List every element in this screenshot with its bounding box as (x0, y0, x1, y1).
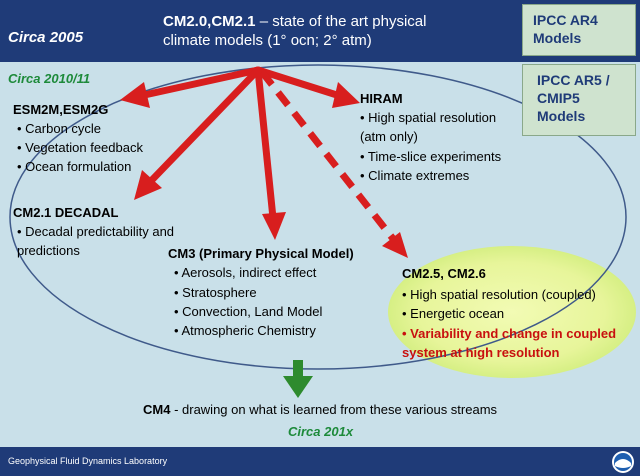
hiram-item-2: (atm only) (360, 129, 418, 144)
circa-2005: Circa 2005 (8, 29, 84, 46)
cm3-item-4: • Atmospheric Chemistry (174, 323, 316, 338)
arrow-to-decadal (146, 66, 262, 186)
ipcc-ar5-box: IPCC AR5 / CMIP5 Models (522, 64, 636, 136)
gfdl-label: Geophysical Fluid Dynamics Laboratory (8, 456, 168, 466)
cm3-item-2: • Stratosphere (174, 285, 257, 300)
ipcc-ar4-line-2: Models (533, 30, 582, 46)
hiram-item-1: • High spatial resolution (360, 110, 497, 125)
cm4-line: CM4 - drawing on what is learned from th… (143, 402, 497, 417)
decadal-title: CM2.1 DECADAL (13, 205, 119, 220)
cm4-title: CM4 (143, 402, 171, 417)
arrowhead-cm25 (382, 232, 408, 258)
ipcc-ar4-line-1: IPCC AR4 (533, 12, 598, 28)
highlight-blob (388, 246, 636, 378)
decadal-item-2: predictions (17, 243, 80, 258)
cm3-title: CM3 (Primary Physical Model) (168, 246, 354, 261)
circa-201x: Circa 201x (288, 424, 354, 439)
cm25-highlight-line-2: system at high resolution (402, 345, 560, 360)
arrowhead-cm3 (262, 212, 286, 240)
esm-title: ESM2M,ESM2G (13, 102, 109, 117)
arrow-to-esm (136, 66, 262, 100)
arrow-to-cm25 (259, 69, 397, 243)
header-models: CM2.0,CM2.1 (163, 13, 256, 30)
ipcc-ar5-line-1: IPCC AR5 / (537, 72, 610, 88)
cm25-item-2: • Energetic ocean (402, 306, 505, 321)
footer-bar (0, 447, 640, 476)
ipcc-ar5-line-3: Models (537, 108, 586, 124)
arrowhead-cm4 (283, 376, 313, 398)
header-line-2: climate models (1° ocn; 2° atm) (163, 32, 372, 49)
ipcc-ar4-box: IPCC AR4 Models (522, 4, 636, 56)
cm25-highlight-line-1: • Variability and change in coupled (402, 326, 617, 341)
circa-2010-11: Circa 2010/11 (8, 71, 91, 86)
cm4-description: - drawing on what is learned from these … (170, 402, 498, 417)
header-line-1: CM2.0,CM2.1 – state of the art physical (163, 13, 426, 30)
hiram-title: HIRAM (360, 91, 403, 106)
model-ellipse (9, 64, 627, 370)
esm-item-1: • Carbon cycle (17, 121, 102, 136)
arrowhead-decadal (134, 170, 162, 200)
arrowhead-esm (120, 82, 150, 108)
noaa-logo-icon (612, 451, 634, 473)
hiram-item-3: • Time-slice experiments (360, 149, 502, 164)
esm-item-2: • Vegetation feedback (17, 140, 143, 155)
cm3-item-3: • Convection, Land Model (174, 304, 323, 319)
header-description: – state of the art physical (255, 13, 427, 30)
esm-item-3: • Ocean formulation (17, 159, 132, 174)
cm25-title: CM2.5, CM2.6 (402, 266, 486, 281)
decadal-item-1: • Decadal predictability and (17, 224, 175, 239)
arrowhead-hiram (332, 82, 360, 108)
hiram-item-4: • Climate extremes (360, 168, 470, 183)
arrow-to-hiram (254, 66, 344, 100)
arrow-to-cm3 (254, 66, 277, 222)
cm25-item-1: • High spatial resolution (coupled) (402, 287, 596, 302)
ipcc-ar5-line-2: CMIP5 (537, 90, 580, 106)
cm3-item-1: • Aerosols, indirect effect (174, 265, 317, 280)
